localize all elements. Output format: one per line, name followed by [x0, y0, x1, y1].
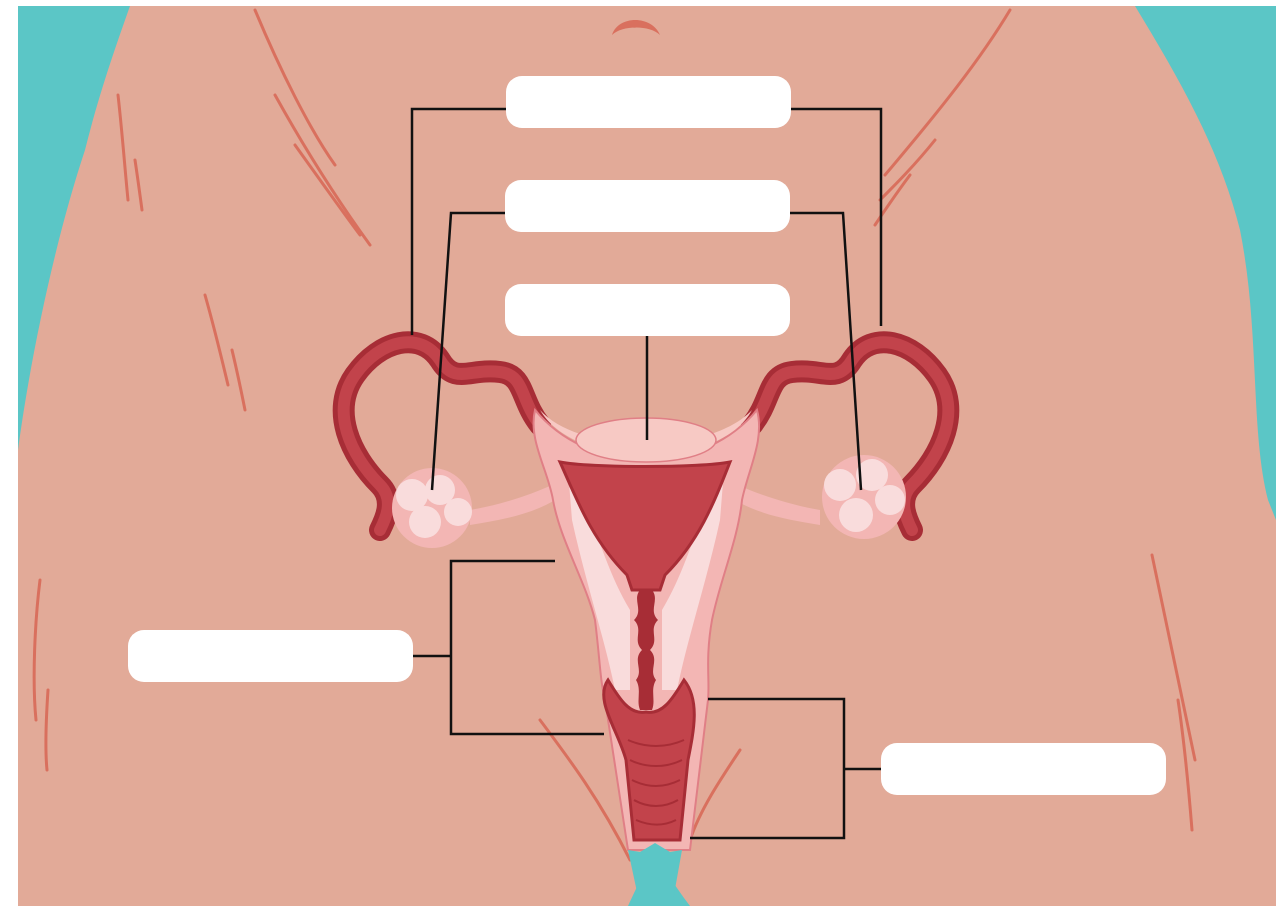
label-box-right[interactable] — [881, 743, 1166, 795]
label-box-third[interactable] — [505, 284, 790, 336]
ovary-right — [822, 455, 906, 539]
label-box-left[interactable] — [128, 630, 413, 682]
label-box-top[interactable] — [506, 76, 791, 128]
label-box-second[interactable] — [505, 180, 790, 232]
